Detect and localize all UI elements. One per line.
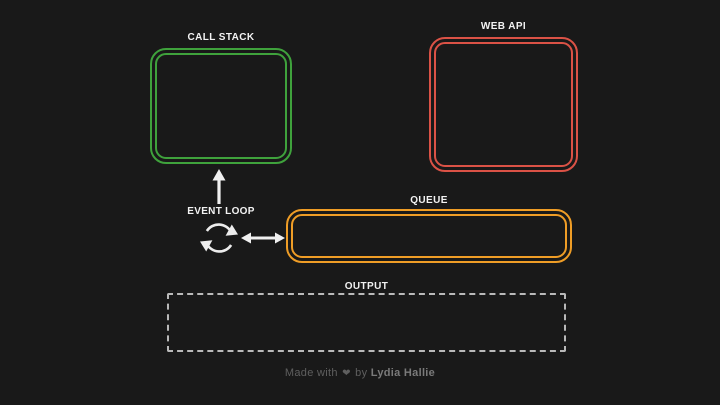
arrow-left-right-icon bbox=[241, 232, 285, 244]
credit-made-with: Made with bbox=[284, 367, 338, 379]
web-api-box bbox=[429, 37, 578, 172]
web-api-box-inner bbox=[434, 42, 573, 167]
call-stack-box-inner bbox=[155, 53, 287, 159]
web-api-label: WEB API bbox=[480, 21, 527, 32]
credit-by: by bbox=[355, 367, 368, 379]
credit-line: Made with ❤ by Lydia Hallie bbox=[0, 367, 720, 379]
sync-icon bbox=[200, 223, 238, 253]
output-box bbox=[167, 293, 566, 352]
credit-author: Lydia Hallie bbox=[370, 367, 436, 379]
event-loop-label: EVENT LOOP bbox=[187, 206, 255, 217]
output-label: OUTPUT bbox=[344, 281, 389, 292]
queue-box bbox=[286, 209, 572, 263]
heart-icon: ❤ bbox=[342, 368, 351, 379]
queue-box-inner bbox=[291, 214, 567, 258]
arrow-up-icon bbox=[212, 169, 226, 204]
queue-label: QUEUE bbox=[410, 195, 448, 206]
call-stack-label: CALL STACK bbox=[187, 32, 255, 43]
call-stack-box bbox=[150, 48, 292, 164]
